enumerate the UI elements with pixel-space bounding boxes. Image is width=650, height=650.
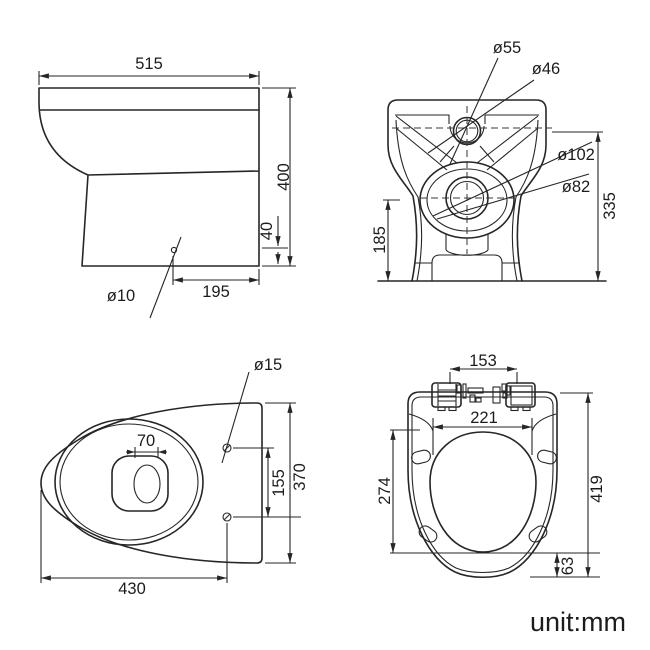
- hinge-part: [501, 383, 508, 392]
- hole-slot-mark: [223, 513, 231, 521]
- outlet-circle-inner: [449, 180, 485, 216]
- hinge-part: [492, 386, 501, 404]
- pan-drain: [133, 464, 161, 504]
- dim-label-155: 155: [270, 469, 288, 497]
- hinge-part: [502, 392, 508, 399]
- dim-label-185: 185: [371, 226, 389, 254]
- leader-dia46: [427, 79, 535, 154]
- pan-top-view-drawing: ø15 70 155 370 430: [40, 356, 309, 598]
- dim-label-153: 153: [469, 352, 497, 370]
- seat-outline-inner: [411, 396, 554, 574]
- pan-bowl-well: [111, 455, 169, 512]
- hinge-tab: [437, 406, 446, 412]
- dim-label-221: 221: [470, 409, 498, 427]
- dim-label-195: 195: [202, 283, 230, 301]
- rear-rim-line: [395, 114, 539, 124]
- seat-step-curves: [408, 413, 557, 432]
- pan-rim-outer: [54, 418, 204, 546]
- pan-fixing-hole-top: [222, 443, 232, 453]
- side-hole-leader-line: [149, 236, 182, 319]
- dim-label-335: 335: [601, 192, 619, 220]
- dim-arrow: [127, 449, 135, 455]
- rear-funnel-lines: [395, 115, 539, 171]
- side-view-body-outline: [38, 87, 260, 267]
- seat-hinges: [431, 382, 536, 412]
- seat-top-view-drawing: 153 221 274 419 63: [376, 352, 606, 579]
- rear-view-drawing: ø55 ø46 ø102 ø82 335 185: [371, 39, 619, 282]
- hinge-part: [475, 397, 482, 403]
- hinge-left-detail: [437, 384, 457, 406]
- pan-rim-inner: [59, 423, 199, 541]
- bumper-top-left: [411, 449, 431, 465]
- dim-label-dia10: ø10: [107, 287, 135, 305]
- bumper-bottom-left: [418, 525, 438, 543]
- bumper-bottom-right: [528, 525, 548, 543]
- leader-dia55: [449, 57, 499, 165]
- dim-label-515: 515: [135, 55, 163, 73]
- rear-inner-wall: [395, 119, 539, 282]
- hinge-tab: [522, 406, 531, 412]
- hinge-left-pin: [456, 384, 462, 394]
- rear-body-outline: [387, 99, 547, 282]
- hinge-part: [467, 387, 484, 394]
- dim-label-430: 430: [118, 580, 146, 598]
- hinge-block-right: [505, 382, 536, 408]
- unit-note: unit:mm: [530, 607, 626, 637]
- dim-label-370: 370: [291, 463, 309, 491]
- base-recess: [414, 254, 520, 281]
- dim-label-dia55: ø55: [493, 39, 521, 57]
- dim-label-dia46: ø46: [532, 60, 560, 78]
- seat-opening: [429, 431, 537, 553]
- pan-outline: [40, 402, 263, 564]
- hinge-block-left: [431, 382, 462, 408]
- dim-label-dia82: ø82: [562, 178, 590, 196]
- dim-label-274: 274: [376, 477, 394, 505]
- seat-bumpers: [411, 449, 557, 543]
- dim-label-dia15: ø15: [254, 356, 282, 374]
- leader-dia82: [436, 173, 590, 220]
- dim-label-400: 400: [275, 163, 293, 191]
- hinge-tab: [448, 406, 457, 412]
- dim-label-63: 63: [559, 557, 577, 575]
- dim-label-419: 419: [588, 475, 606, 503]
- dim-label-40: 40: [258, 222, 276, 240]
- leader-dia102: [432, 141, 593, 217]
- hinge-right-detail: [510, 385, 533, 406]
- leader-dia15: [221, 371, 250, 464]
- bumper-top-right: [537, 449, 557, 465]
- hinge-tab: [510, 406, 519, 412]
- pan-fixing-hole-bottom: [222, 512, 232, 522]
- hinge-center-parts: [462, 383, 508, 404]
- dim-arrow: [158, 449, 166, 455]
- dim-label-dia102: ø102: [557, 146, 595, 164]
- side-view-drawing: 515 400 40 195 ø10: [38, 55, 296, 319]
- hinge-part: [462, 383, 467, 399]
- dim-label-70: 70: [137, 432, 155, 450]
- hinge-part: [469, 394, 476, 403]
